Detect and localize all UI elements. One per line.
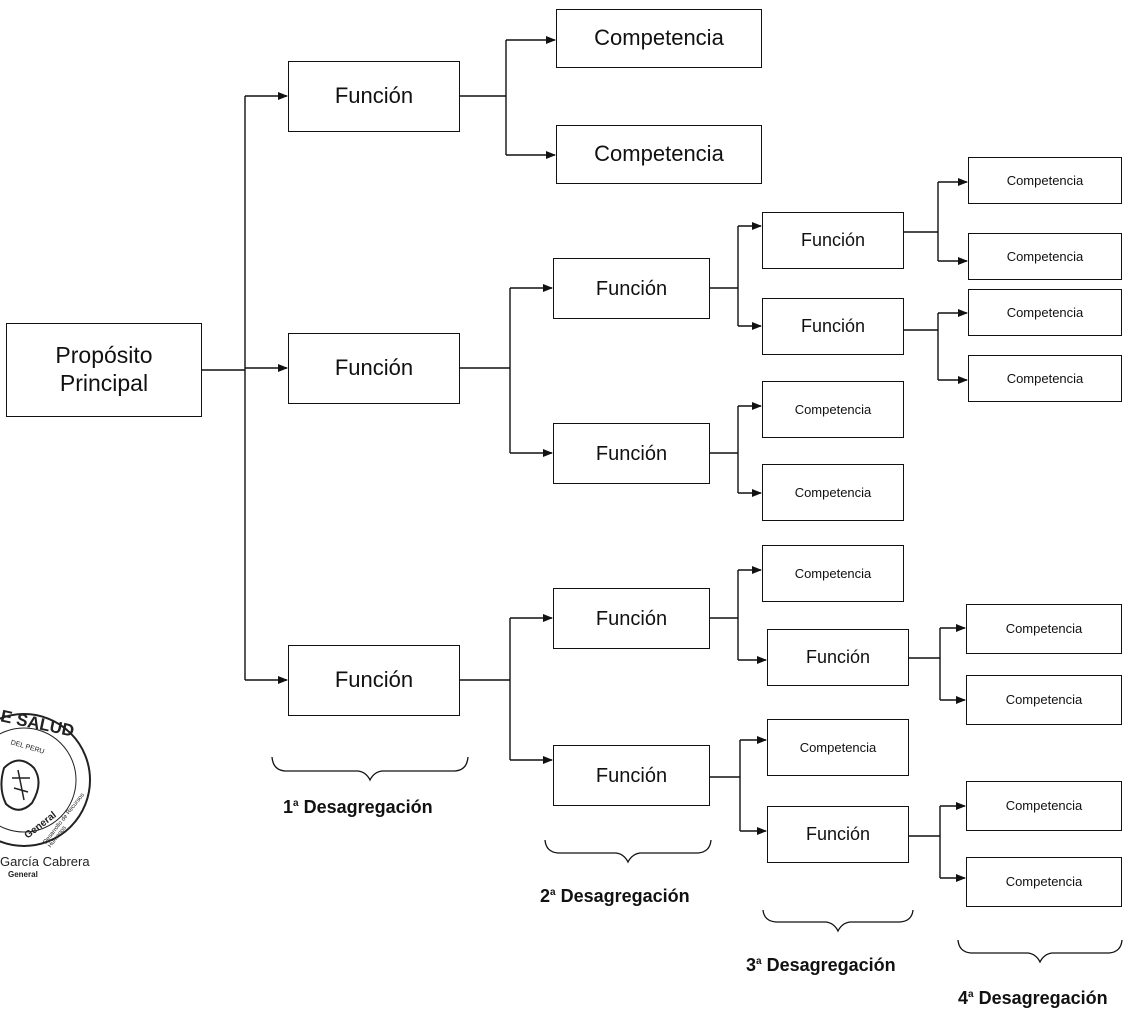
level3-funcion-node: Función [762, 212, 904, 269]
level-number: 2 [540, 886, 551, 906]
official-seal: E SALUD DEL PERU General Desarrollo de R… [0, 706, 114, 879]
level2-funcion-node: Función [553, 423, 710, 484]
level-suffix: a [968, 989, 974, 1000]
level1-funcion-node: Función [288, 61, 460, 132]
level3-competencia-node: Competencia [762, 464, 904, 521]
level-number: 4 [958, 988, 969, 1008]
level4-competencia-node: Competencia [968, 289, 1122, 336]
level3-competencia-node: Competencia [762, 381, 904, 438]
level-label-3: 3a Desagregación [746, 955, 896, 976]
level-label-2: 2a Desagregación [540, 886, 690, 907]
level-number: 1 [283, 797, 294, 817]
level-text: Desagregación [560, 886, 690, 906]
level-text: Desagregación [303, 797, 433, 817]
brace-level-2 [544, 839, 712, 864]
seal-signatory-name: García Cabrera [0, 854, 90, 869]
brace-level-3 [762, 909, 914, 933]
level-label-1: 1a Desagregación [283, 797, 433, 818]
level3-funcion-node: Función [762, 298, 904, 355]
level-suffix: a [293, 798, 299, 809]
level-number: 3 [746, 955, 757, 975]
level1-funcion-node: Función [288, 333, 460, 404]
level3-competencia-node: Competencia [762, 545, 904, 602]
level2-competencia-node: Competencia [556, 125, 762, 184]
brace-level-1 [271, 756, 469, 782]
level-text: Desagregación [978, 988, 1108, 1008]
level4-competencia-node: Competencia [968, 157, 1122, 204]
level-label-4: 4a Desagregación [958, 988, 1108, 1009]
level4-competencia-node: Competencia [966, 857, 1122, 907]
brace-level-4 [957, 939, 1123, 964]
level3-competencia-node: Competencia [767, 719, 909, 776]
level4-competencia-node: Competencia [966, 604, 1122, 654]
level2-funcion-node: Función [553, 258, 710, 319]
level-suffix: a [550, 887, 556, 898]
level2-funcion-node: Función [553, 588, 710, 649]
seal-signatory-title: General [8, 870, 38, 879]
level4-competencia-node: Competencia [968, 233, 1122, 280]
level4-competencia-node: Competencia [966, 781, 1122, 831]
level4-competencia-node: Competencia [968, 355, 1122, 402]
level3-funcion-node: Función [767, 629, 909, 686]
level2-funcion-node: Función [553, 745, 710, 806]
root-node-proposito-principal: Propósito Principal [6, 323, 202, 417]
level3-funcion-node: Función [767, 806, 909, 863]
seal-emblem-icon [0, 713, 91, 847]
level4-competencia-node: Competencia [966, 675, 1122, 725]
level-suffix: a [756, 956, 762, 967]
level1-funcion-node: Función [288, 645, 460, 716]
level-text: Desagregación [766, 955, 896, 975]
level2-competencia-node: Competencia [556, 9, 762, 68]
